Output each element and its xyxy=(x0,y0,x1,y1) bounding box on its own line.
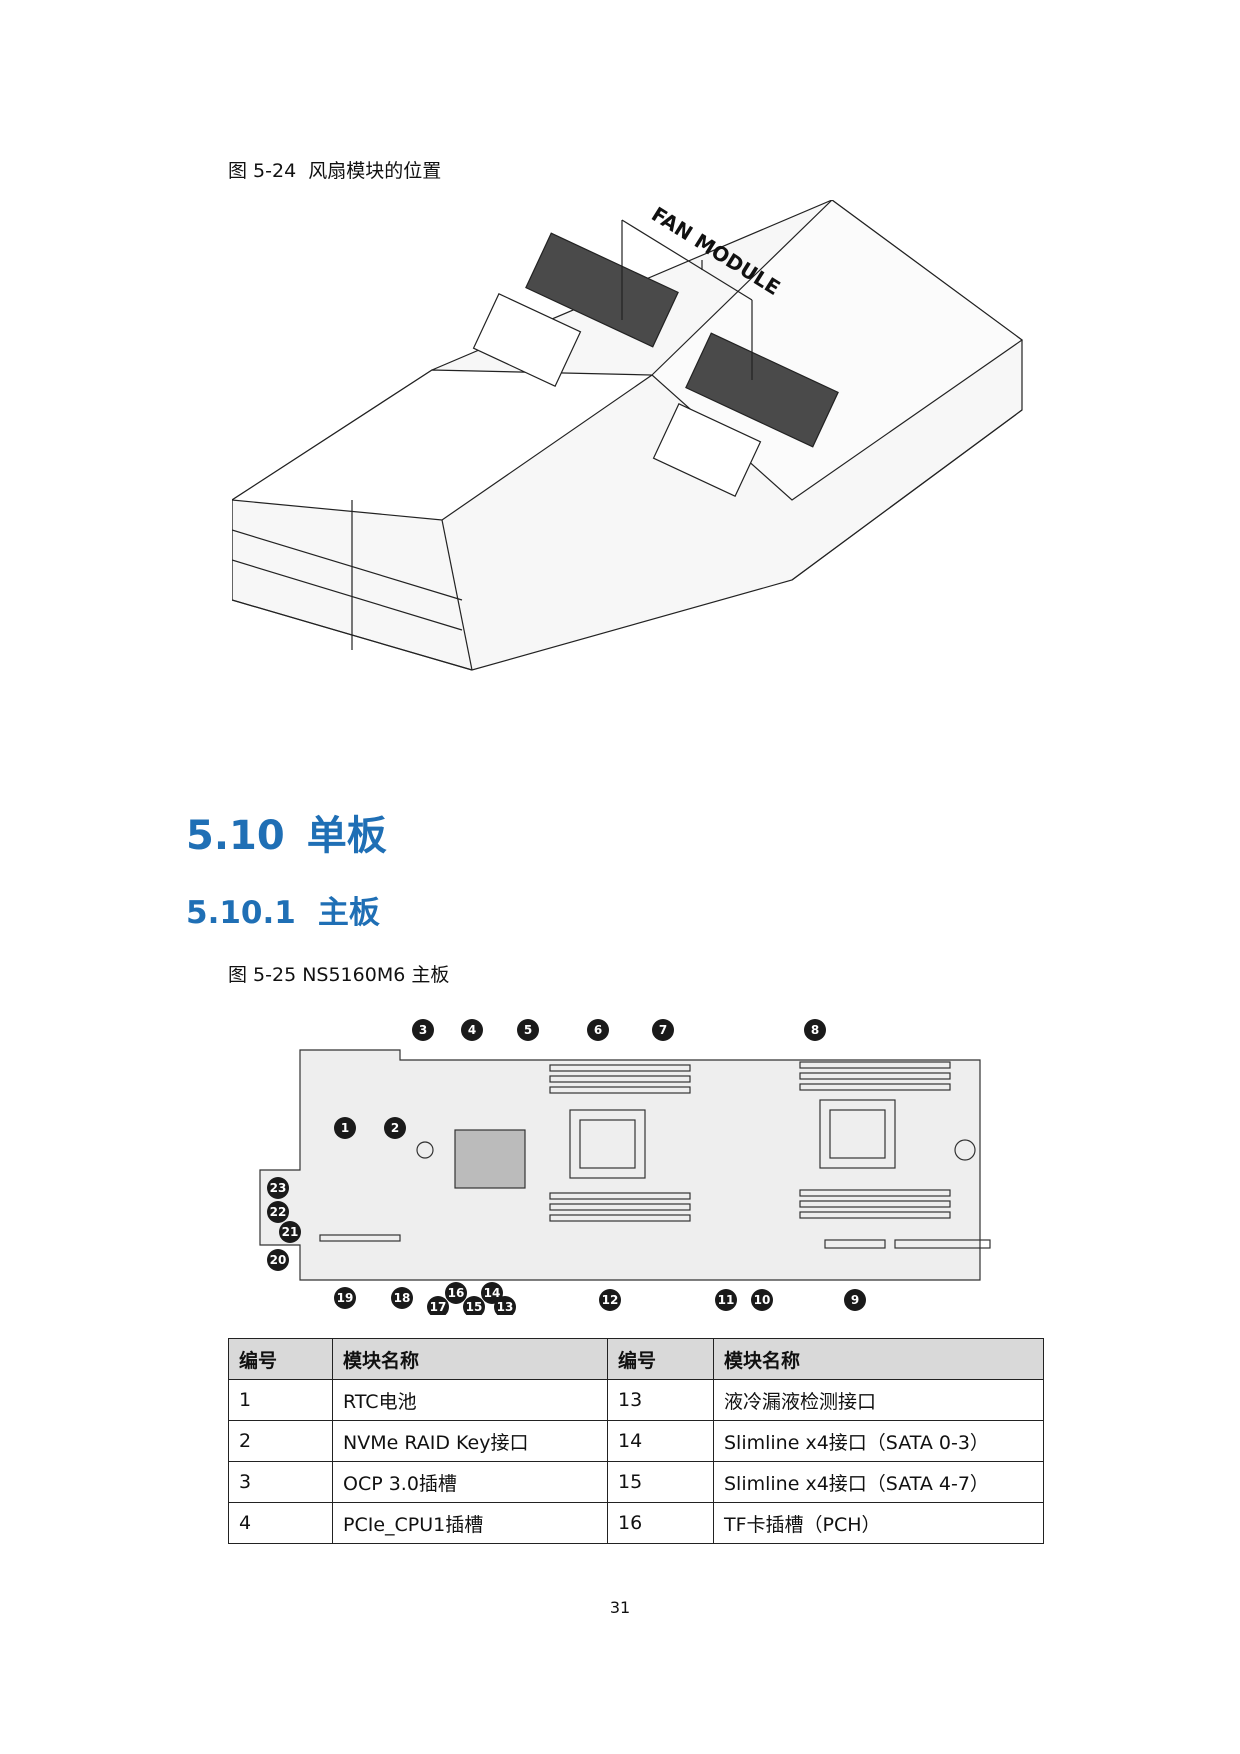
server-fan-module-illustration: FAN MODULE xyxy=(232,200,1024,671)
callout-marker: 7 xyxy=(652,1019,674,1041)
callout-number: 17 xyxy=(430,1300,447,1314)
section-heading: 5.10 单板 xyxy=(186,803,409,861)
subsection-heading: 5.10.1 主板 xyxy=(186,887,402,932)
callout-number: 22 xyxy=(270,1205,287,1219)
callout-marker: 11 xyxy=(715,1289,737,1311)
callout-marker: 8 xyxy=(804,1019,826,1041)
callout-number: 8 xyxy=(811,1023,819,1037)
callout-marker: 5 xyxy=(517,1019,539,1041)
table-cell: 1 xyxy=(228,1379,333,1421)
table-row: 2 NVMe RAID Key接口 14 Slimline x4接口（SATA … xyxy=(228,1420,1044,1462)
callout-number: 21 xyxy=(282,1225,299,1239)
callout-marker: 16 xyxy=(445,1282,467,1304)
callout-marker: 12 xyxy=(599,1289,621,1311)
callout-number: 11 xyxy=(718,1293,735,1307)
callout-number: 1 xyxy=(341,1121,349,1135)
callout-number: 7 xyxy=(659,1023,667,1037)
column-header: 编号 xyxy=(228,1338,333,1380)
callout-marker: 10 xyxy=(751,1289,773,1311)
callout-number: 16 xyxy=(448,1286,465,1300)
table-row: 1 RTC电池 13 液冷漏液检测接口 xyxy=(228,1379,1044,1421)
table-cell: 液冷漏液检测接口 xyxy=(713,1379,1044,1421)
module-table: 编号 模块名称 编号 模块名称 1 RTC电池 13 液冷漏液检测接口 2 NV… xyxy=(228,1338,1044,1544)
callout-marker: 15 xyxy=(463,1296,485,1315)
table-cell: PCIe_CPU1插槽 xyxy=(332,1502,608,1544)
callout-number: 2 xyxy=(391,1121,399,1135)
callout-marker: 3 xyxy=(412,1019,434,1041)
table-cell: NVMe RAID Key接口 xyxy=(332,1420,608,1462)
subsection-number: 5.10.1 xyxy=(186,895,296,931)
callout-number: 13 xyxy=(497,1300,514,1314)
callout-marker: 14 xyxy=(481,1282,503,1304)
table-cell: TF卡插槽（PCH） xyxy=(713,1502,1044,1544)
callout-number: 6 xyxy=(594,1023,602,1037)
callout-marker: 19 xyxy=(334,1287,356,1309)
callout-marker: 23 xyxy=(267,1177,289,1199)
callout-marker: 4 xyxy=(461,1019,483,1041)
table-cell: Slimline x4接口（SATA 0-3） xyxy=(713,1420,1044,1462)
subsection-title: 主板 xyxy=(317,895,380,931)
callout-number: 5 xyxy=(524,1023,532,1037)
column-header: 编号 xyxy=(607,1338,714,1380)
callout-number: 12 xyxy=(602,1293,619,1307)
callout-marker: 1 xyxy=(334,1117,356,1139)
section-title: 单板 xyxy=(306,813,387,859)
column-header: 模块名称 xyxy=(332,1338,608,1380)
callout-number: 18 xyxy=(394,1291,411,1305)
callout-marker: 18 xyxy=(391,1287,413,1309)
table-cell: Slimline x4接口（SATA 4-7） xyxy=(713,1461,1044,1503)
callout-number: 19 xyxy=(337,1291,354,1305)
section-number: 5.10 xyxy=(186,813,285,859)
table-cell: 14 xyxy=(607,1420,714,1462)
table-cell: 3 xyxy=(228,1461,333,1503)
table-row: 4 PCIe_CPU1插槽 16 TF卡插槽（PCH） xyxy=(228,1502,1044,1544)
callout-number: 23 xyxy=(270,1181,287,1195)
table-cell: 15 xyxy=(607,1461,714,1503)
callout-marker: 17 xyxy=(427,1296,449,1315)
callout-marker: 2 xyxy=(384,1117,406,1139)
table-cell: 2 xyxy=(228,1420,333,1462)
callout-number: 9 xyxy=(851,1293,859,1307)
table-cell: 4 xyxy=(228,1502,333,1544)
callout-number: 14 xyxy=(484,1286,501,1300)
page-number: 31 xyxy=(609,1598,631,1617)
table-row: 3 OCP 3.0插槽 15 Slimline x4接口（SATA 4-7） xyxy=(228,1461,1044,1503)
table-cell: 13 xyxy=(607,1379,714,1421)
callout-marker: 9 xyxy=(844,1289,866,1311)
callout-number: 20 xyxy=(270,1253,287,1267)
callout-number: 4 xyxy=(468,1023,476,1037)
callout-number: 10 xyxy=(754,1293,771,1307)
table-cell: OCP 3.0插槽 xyxy=(332,1461,608,1503)
callout-marker: 6 xyxy=(587,1019,609,1041)
figure-caption: 图 5-24 风扇模块的位置 xyxy=(228,160,442,182)
callout-marker: 21 xyxy=(279,1221,301,1243)
table-cell: 16 xyxy=(607,1502,714,1544)
figure-caption: 图 5-25 NS5160M6 主板 xyxy=(228,964,450,986)
column-header: 模块名称 xyxy=(713,1338,1044,1380)
callout-number: 15 xyxy=(466,1300,483,1314)
callout-marker: 22 xyxy=(267,1201,289,1223)
table-cell: RTC电池 xyxy=(332,1379,608,1421)
table-header-row: 编号 模块名称 编号 模块名称 xyxy=(228,1338,1044,1380)
callout-marker: 20 xyxy=(267,1249,289,1271)
callout-number: 3 xyxy=(419,1023,427,1037)
